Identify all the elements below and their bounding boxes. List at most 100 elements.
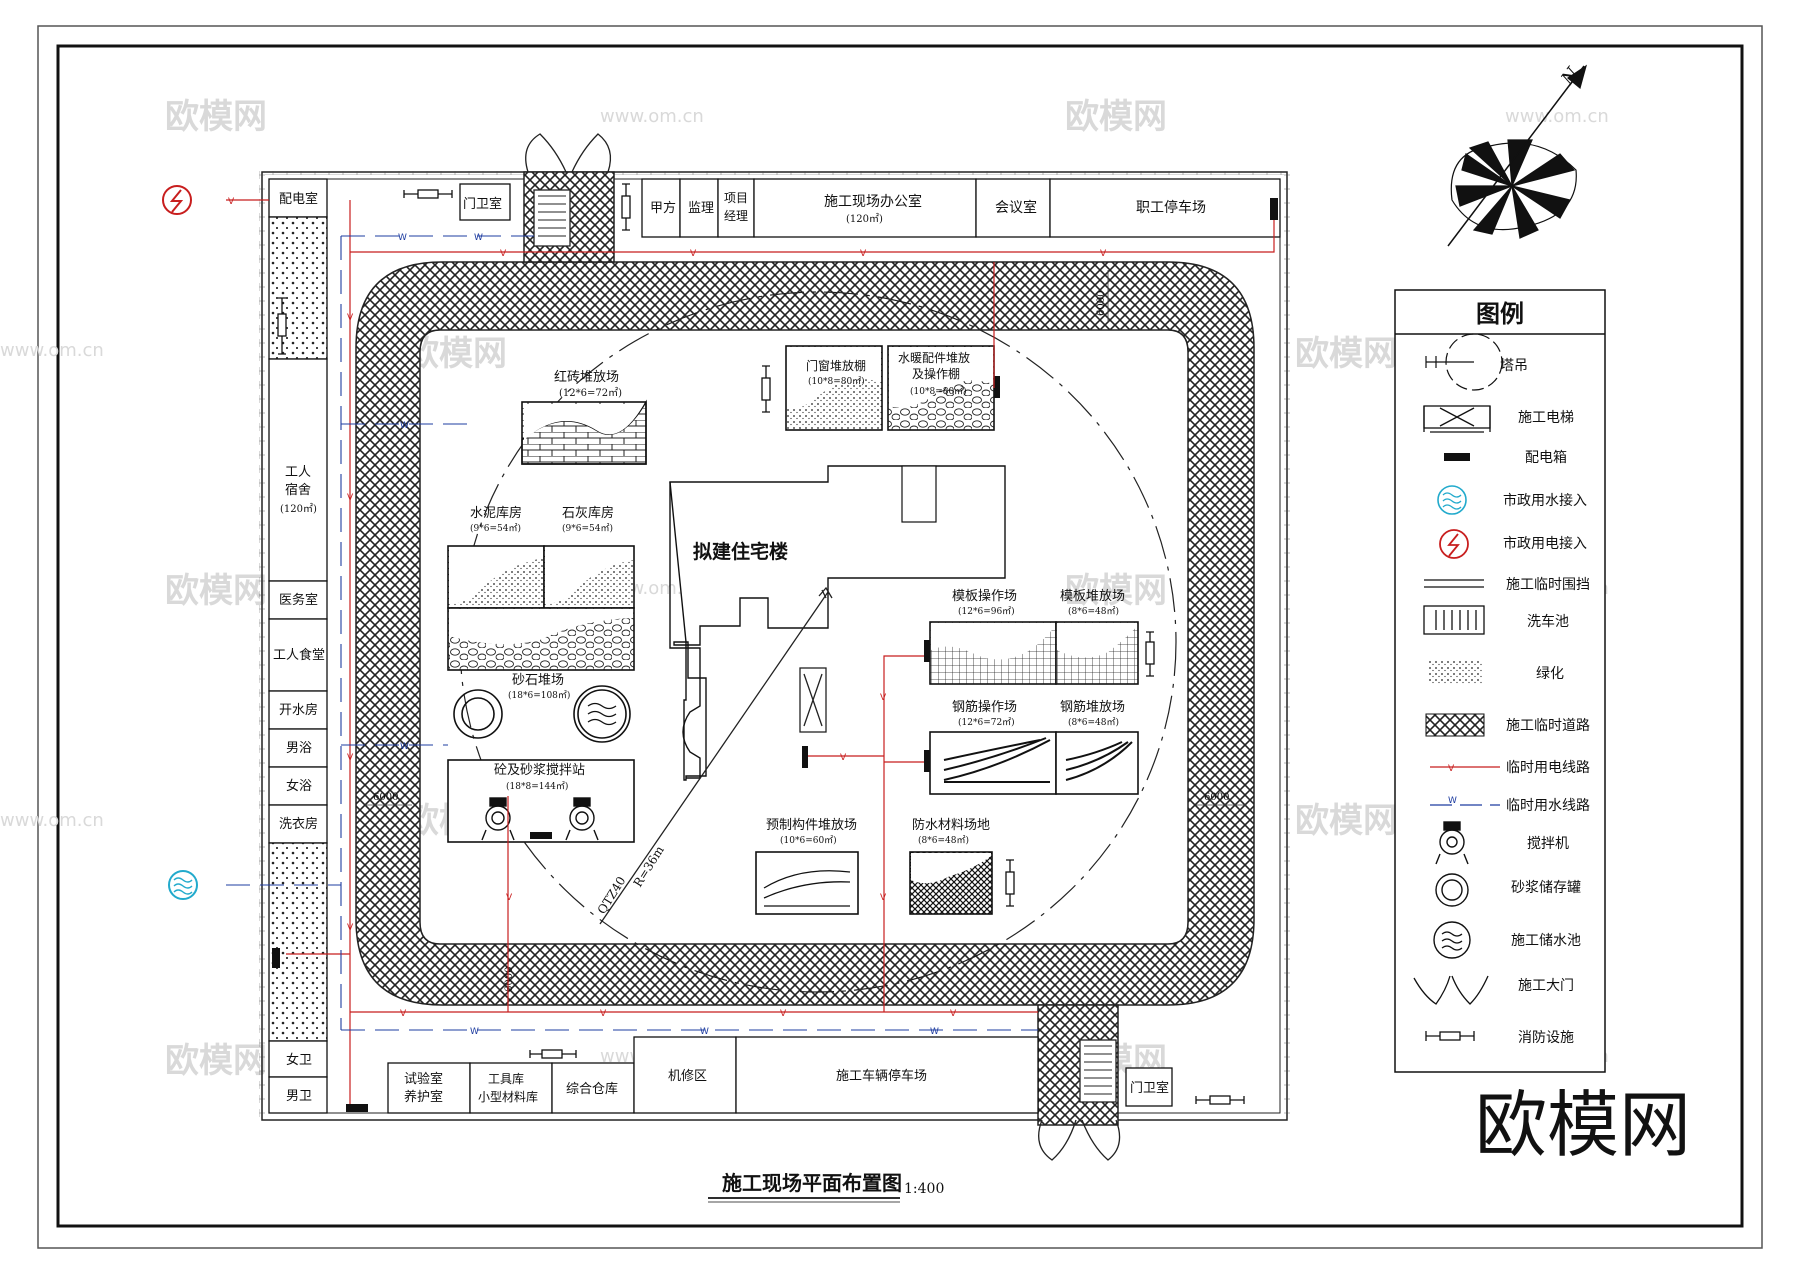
sheet-outer-frame (37, 25, 1763, 1249)
legend-box (1394, 289, 1606, 1073)
crane-label: QTZ40 (595, 874, 629, 917)
top-building-row (641, 178, 1281, 238)
svg-text:V: V (880, 693, 887, 703)
drawing-scale: 1:400 (904, 1181, 944, 1197)
yard-formwork-store (1055, 621, 1139, 685)
crane-radius: R=36m (631, 843, 667, 890)
proposed-building (669, 465, 1006, 781)
legend-labels: 塔吊 施工电梯 配电箱 市政用水接入 市政用电接入 施工临时围挡 洗车池 绿化 … (1500, 358, 1590, 1046)
svg-text:V: V (690, 249, 697, 259)
watermark-url: www.om.cn (0, 810, 104, 831)
yard-formwork-op (929, 621, 1057, 685)
legend-label: 市政用水接入 (1503, 492, 1587, 509)
watermark-brand: 欧模网 (165, 571, 267, 611)
legend-label: 市政用电接入 (1503, 535, 1587, 552)
room-women-bath: 女浴 (286, 778, 312, 794)
yard-cement-label: 水泥库房 (470, 505, 522, 521)
svg-text:V: V (950, 1009, 957, 1019)
mixer-icon (1435, 821, 1469, 865)
temporary-road-icon (1425, 713, 1485, 737)
legend-label: 临时用水线路 (1506, 798, 1590, 814)
svg-text:V: V (840, 753, 847, 763)
yard-mixer-area: (18*8=144㎡) (506, 781, 568, 792)
temporary-water-line-icon: W (1430, 796, 1500, 806)
north-arrow-compass (1447, 64, 1588, 247)
room-site-office: 施工现场办公室 (824, 193, 922, 210)
svg-text:W: W (470, 1027, 479, 1037)
yard-sand-label: 砂石堆场 (512, 673, 564, 688)
greenery-icon (1428, 660, 1482, 684)
yard-rebar-store-area: (8*6=48㎡) (1068, 717, 1119, 728)
yard-waterproof-area: (8*6=48㎡) (918, 835, 969, 846)
water-tank-icon (573, 685, 631, 743)
yard-lime-area: (9*6=54㎡) (562, 523, 613, 534)
tower-crane-icon (1425, 333, 1503, 391)
room-meeting: 会议室 (995, 199, 1037, 216)
yard-sand-area: (18*6=108㎡) (508, 690, 570, 701)
yard-window-label: 门窗堆放棚 (806, 358, 866, 373)
svg-text:V: V (347, 493, 354, 503)
distribution-box-icon (272, 198, 1278, 1112)
room-jianli: 监理 (688, 201, 714, 216)
yard-mixer-label: 砼及砂浆搅拌站 (494, 762, 585, 778)
left-building-column (268, 178, 328, 1114)
legend-title: 图例 (1476, 299, 1524, 328)
legend-label: 塔吊 (1500, 358, 1528, 374)
yard-lime (543, 545, 635, 609)
yard-formwork-store-area: (8*6=48㎡) (1068, 606, 1119, 617)
svg-text:V: V (506, 893, 513, 903)
svg-text:V: V (780, 1009, 787, 1019)
svg-text:W: W (474, 233, 483, 243)
gatehouse-south-label: 门卫室 (1130, 1080, 1169, 1096)
gatehouse-north (459, 183, 511, 221)
site-gate-icon (1413, 975, 1489, 1005)
yard-plumbing-label: 水暖配件堆放及操作棚 (898, 350, 970, 381)
svg-text:V: V (347, 313, 354, 323)
car-wash-icon (1423, 605, 1485, 635)
svg-text:W: W (400, 421, 409, 431)
temporary-fence-icon (1424, 579, 1484, 588)
bottom-building-row (387, 1036, 1173, 1114)
room-men-wc: 男卫 (286, 1089, 312, 1104)
temporary-water-line (226, 235, 1038, 1031)
municipal-water-icon (1437, 485, 1467, 515)
distribution-box-icon (1444, 453, 1470, 461)
legend-label: 施工大门 (1518, 978, 1574, 994)
svg-text:V: V (500, 249, 507, 259)
yard-brick-area: (12*6=72㎡) (559, 387, 622, 399)
legend-label: 施工储水池 (1511, 933, 1581, 949)
room-clinic: 医务室 (279, 592, 318, 608)
legend-label: 施工电梯 (1518, 410, 1574, 426)
temporary-power-line (226, 199, 1275, 1104)
room-dorm: 工人宿舍 (285, 465, 311, 498)
yard-plumbing (887, 345, 995, 431)
mortar-tank-icon (453, 689, 503, 739)
yard-cement-area: (9*6=54㎡) (470, 523, 521, 534)
site-gate-south (1038, 1039, 1121, 1161)
room-staff-parking: 职工停车场 (1136, 199, 1206, 216)
legend-label: 临时用电线路 (1506, 760, 1590, 776)
yard-waterproof (909, 851, 993, 915)
legend-label: 洗车池 (1527, 613, 1569, 630)
yard-cement (447, 545, 545, 609)
legend-label: 施工临时道路 (1506, 718, 1590, 734)
svg-text:V: V (1448, 764, 1455, 774)
fire-equipment-icon (277, 183, 1245, 1105)
svg-text:V: V (880, 893, 887, 903)
yard-brick-label: 红砖堆放场 (554, 369, 619, 385)
yard-mixer (447, 759, 635, 843)
municipal-water-icon (168, 870, 198, 900)
room-jiafang: 甲方 (650, 200, 676, 216)
legend-label: 施工临时围挡 (1506, 577, 1590, 593)
svg-text:V: V (228, 197, 235, 207)
watermark-brand: 欧模网 (1065, 571, 1167, 611)
yard-rebar-op-label: 钢筋操作场 (952, 699, 1017, 715)
yard-sand (447, 607, 635, 671)
watermark-brand: 欧模网 (165, 1041, 267, 1081)
yard-waterproof-label: 防水材料场地 (912, 817, 990, 833)
svg-text:W: W (400, 742, 409, 752)
watermark-url: www.om.cn (600, 106, 704, 127)
yard-window (785, 345, 883, 431)
